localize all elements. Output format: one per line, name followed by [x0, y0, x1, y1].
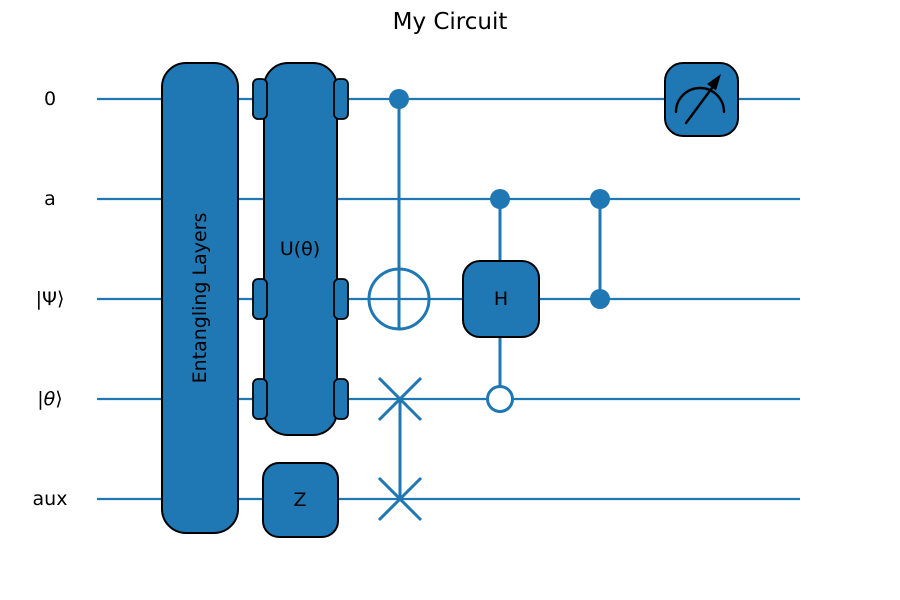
controlled-h-gate: H [462, 189, 540, 413]
entangling-layers-box [161, 62, 239, 534]
notch-right-theta-icon [333, 378, 349, 420]
measurement-gate [664, 62, 739, 137]
notch-left-theta-icon [252, 378, 268, 420]
h-open-control-icon [486, 385, 514, 413]
u-theta-label: U(θ) [280, 238, 320, 260]
cnot-control-dot-icon [389, 89, 409, 109]
gauge-icon [674, 74, 726, 125]
entangling-layers-gate: Entangling Layers [161, 62, 239, 534]
cnot-target-icon [367, 267, 431, 331]
z-gate: Z [262, 462, 339, 538]
wire-label-0: 0 [44, 88, 56, 110]
notch-right-psi-icon [333, 278, 349, 320]
measurement-box [664, 62, 739, 137]
u-theta-gate: U(θ) [252, 62, 349, 436]
wire-labels: 0 a |Ψ⟩ |θ⟩ aux [33, 88, 68, 510]
cz-control-dot-bottom-icon [590, 289, 610, 309]
cz-control-dot-top-icon [590, 189, 610, 209]
entangling-layers-label: Entangling Layers [189, 213, 211, 384]
u-theta-box [263, 62, 338, 436]
wire-label-theta: |θ⟩ [37, 388, 62, 410]
z-label: Z [293, 489, 306, 511]
cnot-gate [367, 89, 431, 331]
swap-cross-aux-icon [377, 476, 423, 522]
notch-left-wire0-icon [252, 78, 268, 120]
wire-label-aux: aux [33, 488, 68, 510]
wire-label-psi: |Ψ⟩ [36, 288, 65, 310]
notch-left-psi-icon [252, 278, 268, 320]
figure-title: My Circuit [393, 9, 508, 35]
z-box [262, 462, 339, 538]
h-label: H [494, 288, 508, 310]
h-control-dot-icon [490, 189, 510, 209]
swap-cross-theta-icon [377, 376, 423, 422]
wire-label-a: a [44, 188, 56, 210]
swap-gate [377, 376, 423, 522]
h-box [462, 260, 540, 338]
notch-right-wire0-icon [333, 78, 349, 120]
cz-gate [590, 189, 610, 309]
